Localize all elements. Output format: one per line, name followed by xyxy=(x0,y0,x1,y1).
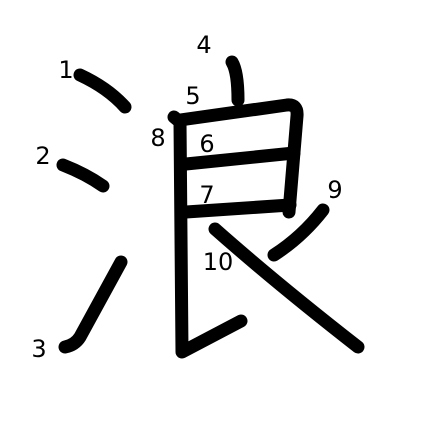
stroke-number-4: 4 xyxy=(196,31,212,59)
stroke-7 xyxy=(179,198,297,219)
stroke-9 xyxy=(267,203,330,262)
stroke-10 xyxy=(208,222,365,354)
stroke-6 xyxy=(179,146,301,171)
stroke-2 xyxy=(56,158,110,193)
stroke-number-5: 5 xyxy=(185,82,201,110)
stroke-number-7: 7 xyxy=(199,181,215,209)
stroke-number-9: 9 xyxy=(327,176,343,204)
stroke-number-2: 2 xyxy=(35,142,51,170)
stroke-number-6: 6 xyxy=(199,130,215,158)
stroke-8 xyxy=(167,110,248,359)
stroke-number-3: 3 xyxy=(31,335,47,363)
stroke-number-1: 1 xyxy=(58,56,74,84)
stroke-5 xyxy=(173,98,304,219)
stroke-3 xyxy=(58,255,128,354)
stroke-number-8: 8 xyxy=(150,124,166,152)
stroke-4 xyxy=(225,55,245,107)
stroke-1 xyxy=(73,68,132,114)
stroke-number-10: 10 xyxy=(202,248,234,276)
